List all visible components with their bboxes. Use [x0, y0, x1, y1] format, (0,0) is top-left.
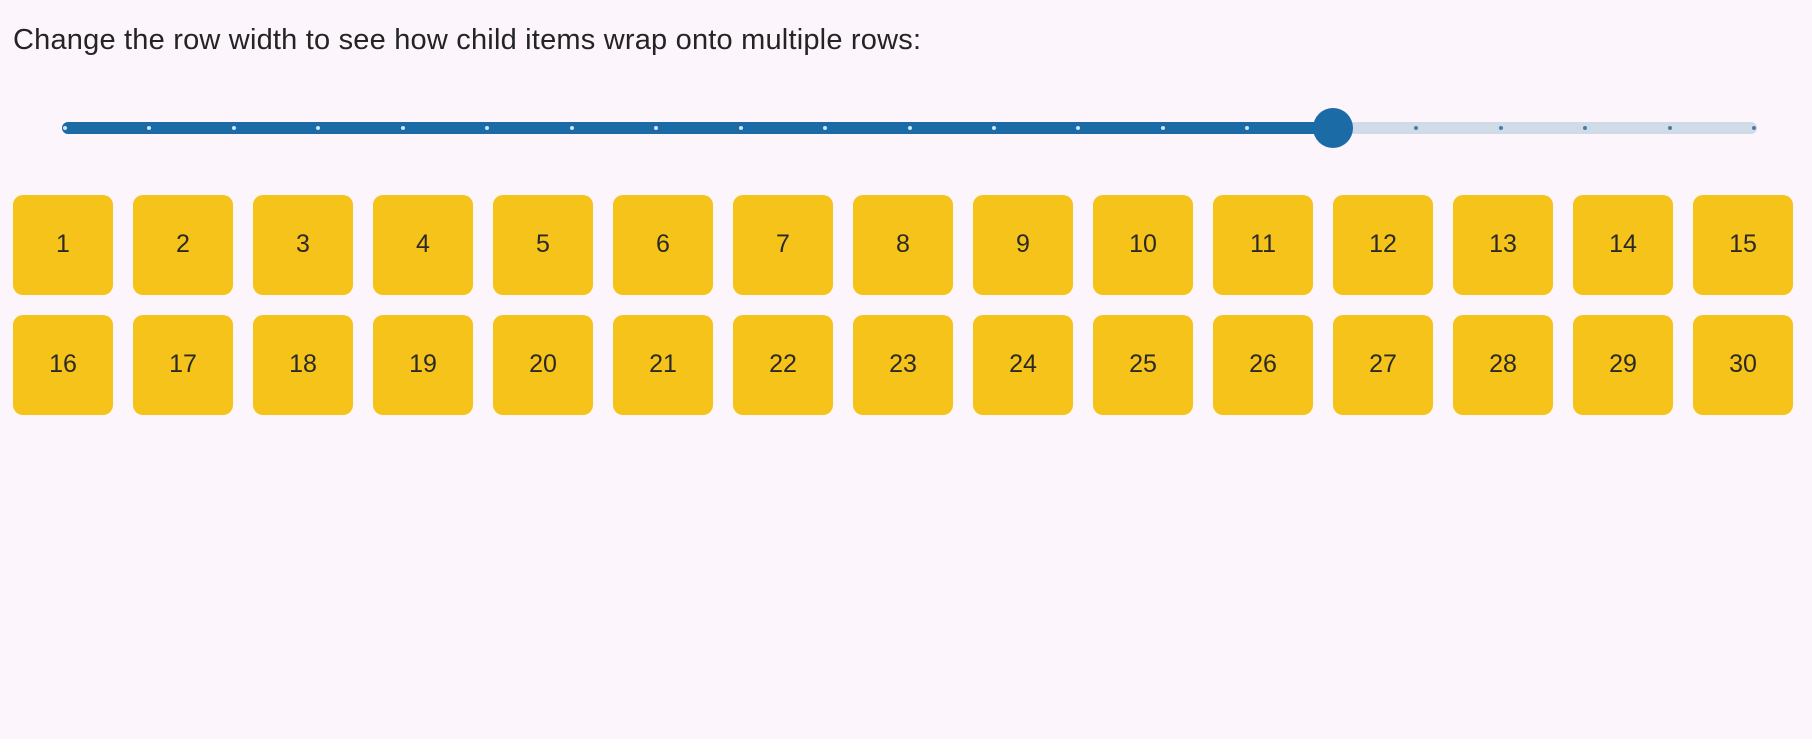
stack-item: 20 [493, 314, 593, 415]
stack-item: 7 [733, 194, 833, 295]
stack-item: 13 [1453, 194, 1553, 295]
slider-fill [62, 121, 1334, 134]
row-width-slider[interactable] [62, 107, 1757, 149]
stack-item: 14 [1573, 194, 1673, 295]
stack-item: 1 [13, 194, 113, 295]
stack-item: 26 [1213, 314, 1313, 415]
stack-item: 16 [13, 314, 113, 415]
stack-item: 21 [613, 314, 713, 415]
bottom-strip [0, 739, 1812, 752]
slider-tick [1752, 125, 1756, 130]
stack-item: 29 [1573, 314, 1673, 415]
stack-item: 8 [853, 194, 953, 295]
stack-item: 4 [373, 194, 473, 295]
stack-item: 18 [253, 314, 353, 415]
stack-item: 23 [853, 314, 953, 415]
slider-tick [1498, 125, 1503, 130]
stack-item: 19 [373, 314, 473, 415]
stack-item: 25 [1093, 314, 1193, 415]
stack-item: 9 [973, 194, 1073, 295]
stack-item: 15 [1693, 194, 1793, 295]
stack-item: 17 [133, 314, 233, 415]
stack-item: 27 [1333, 314, 1433, 415]
page-heading: Change the row width to see how child it… [13, 24, 922, 56]
slider-track[interactable] [62, 107, 1757, 148]
stack-item: 10 [1093, 194, 1193, 295]
stack-item: 2 [133, 194, 233, 295]
stack-item: 24 [973, 314, 1073, 415]
slider-tick [1583, 125, 1588, 130]
slider-thumb[interactable] [1313, 107, 1354, 148]
stack-item: 5 [493, 194, 593, 295]
stack-item: 28 [1453, 314, 1553, 415]
stack-item: 3 [253, 194, 353, 295]
stack-item: 6 [613, 194, 713, 295]
stack-item: 12 [1333, 194, 1433, 295]
slider-tick [1667, 125, 1672, 130]
stack-item: 30 [1693, 314, 1793, 415]
slider-tick [1414, 125, 1419, 130]
stack-item: 11 [1213, 194, 1313, 295]
stack-item: 22 [733, 314, 833, 415]
